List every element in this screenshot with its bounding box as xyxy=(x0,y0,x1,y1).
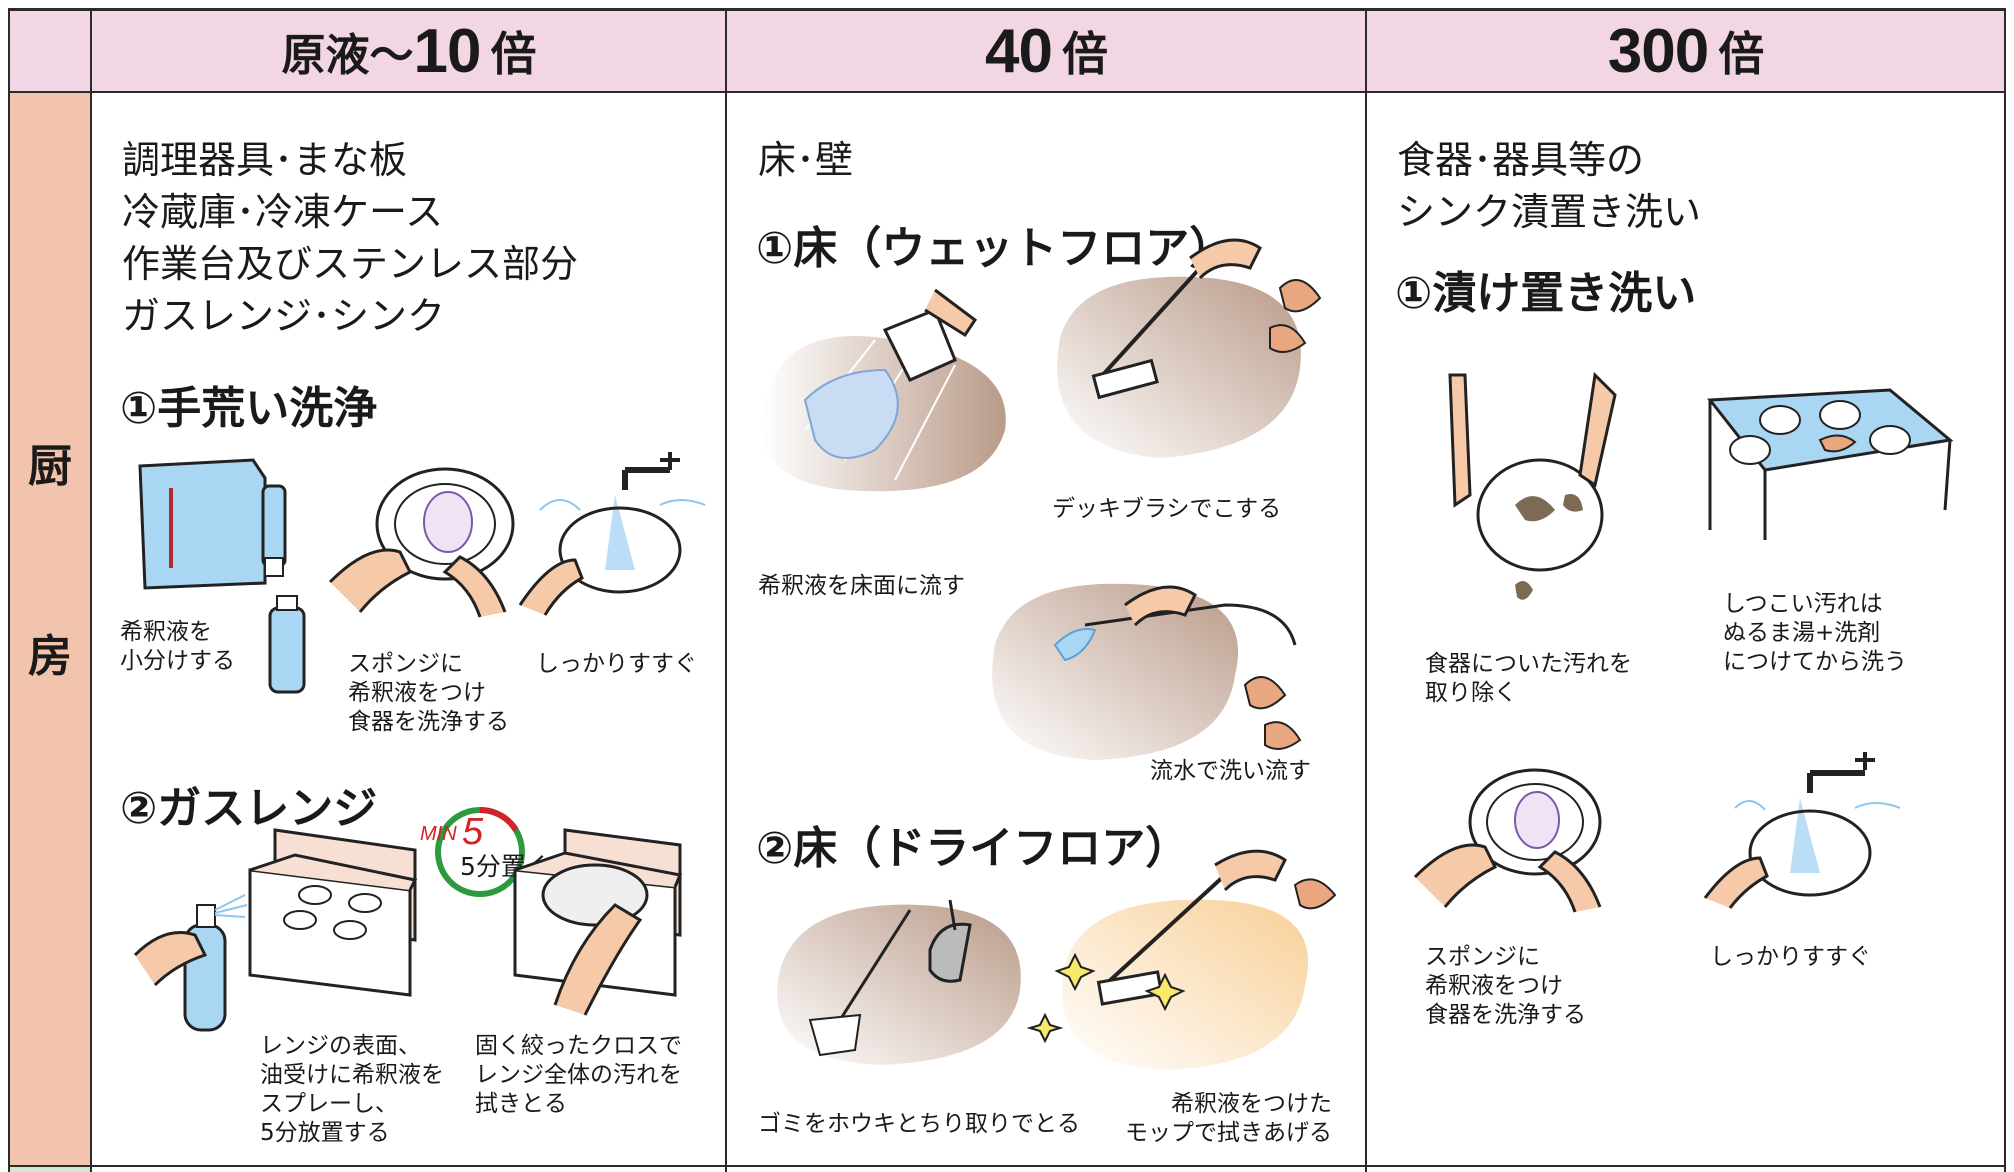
timer-number: 5 xyxy=(462,811,484,853)
col2-caption-pour: 希釈液を床面に流す xyxy=(758,573,965,599)
col2-caption-brush: デッキブラシでこする xyxy=(1052,496,1282,522)
col1-caption-wipe: 固く絞ったクロスで レンジ全体の汚れを 拭きとる xyxy=(475,1033,682,1117)
col2-caption-sweep: ゴミをホウキとちり取りでとる xyxy=(758,1111,1080,1137)
header-col-3: 300 倍 xyxy=(1367,10,2005,92)
col2-step2-title: ②床（ドライフロア） xyxy=(756,823,1190,874)
col2-caption-wash: 流水で洗い流す xyxy=(1150,758,1311,784)
header-col-3-number: 300 xyxy=(1607,16,1709,86)
floor-deck-brush-icon xyxy=(1057,238,1322,458)
col3-step1-title: ①漬け置き洗い xyxy=(1395,268,1697,319)
gas-range-wipe-icon xyxy=(513,828,683,1016)
col1-category-text: 調理器具･まな板 冷蔵庫･冷凍ケース 作業台及びステンレス部分 ガスレンジ･シン… xyxy=(122,138,579,338)
header-col-1-prefix: 原液〜 xyxy=(281,30,414,81)
col3-caption-remove: 食器についた汚れを 取り除く xyxy=(1425,651,1632,706)
header-col-1: 原液〜 10 倍 xyxy=(92,10,726,92)
col2-step1-title: ①床（ウェットフロア） xyxy=(756,223,1234,274)
col1-caption-dilute: 希釈液を 小分けする xyxy=(120,619,235,674)
floor-hose-icon xyxy=(992,583,1302,760)
header-col-1-number: 10 xyxy=(413,16,482,86)
floor-pour-icon xyxy=(761,288,1006,492)
floor-mop-icon xyxy=(1026,849,1337,1070)
detergent-jug-icon xyxy=(138,458,306,694)
gas-range-spray-icon xyxy=(133,828,418,1032)
col3-caption-soak: しつこい汚れは ぬるま湯+洗剤 につけてから洗う xyxy=(1723,591,1907,675)
col1-caption-sponge: スポンジに 希釈液をつけ 食器を洗浄する xyxy=(348,651,509,735)
plate-scrape-icon xyxy=(1448,371,1617,600)
col1-step1-title: ①手荒い洗浄 xyxy=(120,383,378,434)
side-label-char-2: 房 xyxy=(28,631,72,682)
floor-sweep-icon xyxy=(777,899,1021,1065)
header-corner xyxy=(10,10,90,92)
header-col-2-number: 40 xyxy=(985,16,1053,86)
col3-category-text: 食器･器具等の シンク漬置き洗い xyxy=(1397,138,1702,234)
col2-caption-mop: 希釈液をつけた モップで拭きあげる xyxy=(1125,1091,1332,1146)
col1-caption-spray: レンジの表面、 油受けに希釈液を スプレーし、 5分放置する xyxy=(260,1033,444,1146)
col1-step2-title: ②ガスレンジ xyxy=(120,783,378,834)
side-label-cell xyxy=(10,92,90,1167)
plate-sponge-icon xyxy=(1413,768,1602,913)
timer-icon: MIN 5 xyxy=(420,806,525,897)
col3-caption-rinse: しっかりすすぐ xyxy=(1710,944,1871,970)
col2-category-text: 床･壁 xyxy=(758,138,854,182)
bottom-strip xyxy=(10,1166,90,1172)
sponge-wash-icon xyxy=(328,467,515,618)
header-col-3-unit: 倍 xyxy=(1718,27,1765,81)
header-col-1-unit: 倍 xyxy=(490,27,537,81)
sink-soak-icon xyxy=(1707,388,1954,540)
header-col-2: 40 倍 xyxy=(727,10,1366,92)
timer-min-label: MIN xyxy=(420,823,457,845)
header-col-2-unit: 倍 xyxy=(1061,27,1108,81)
plate-rinse-icon xyxy=(1703,752,1901,909)
col1-caption-rinse: しっかりすすぐ xyxy=(536,651,697,677)
rinse-faucet-icon xyxy=(518,452,706,616)
side-label-char-1: 厨 xyxy=(28,441,72,492)
col3-caption-sponge: スポンジに 希釈液をつけ 食器を洗浄する xyxy=(1425,944,1586,1028)
